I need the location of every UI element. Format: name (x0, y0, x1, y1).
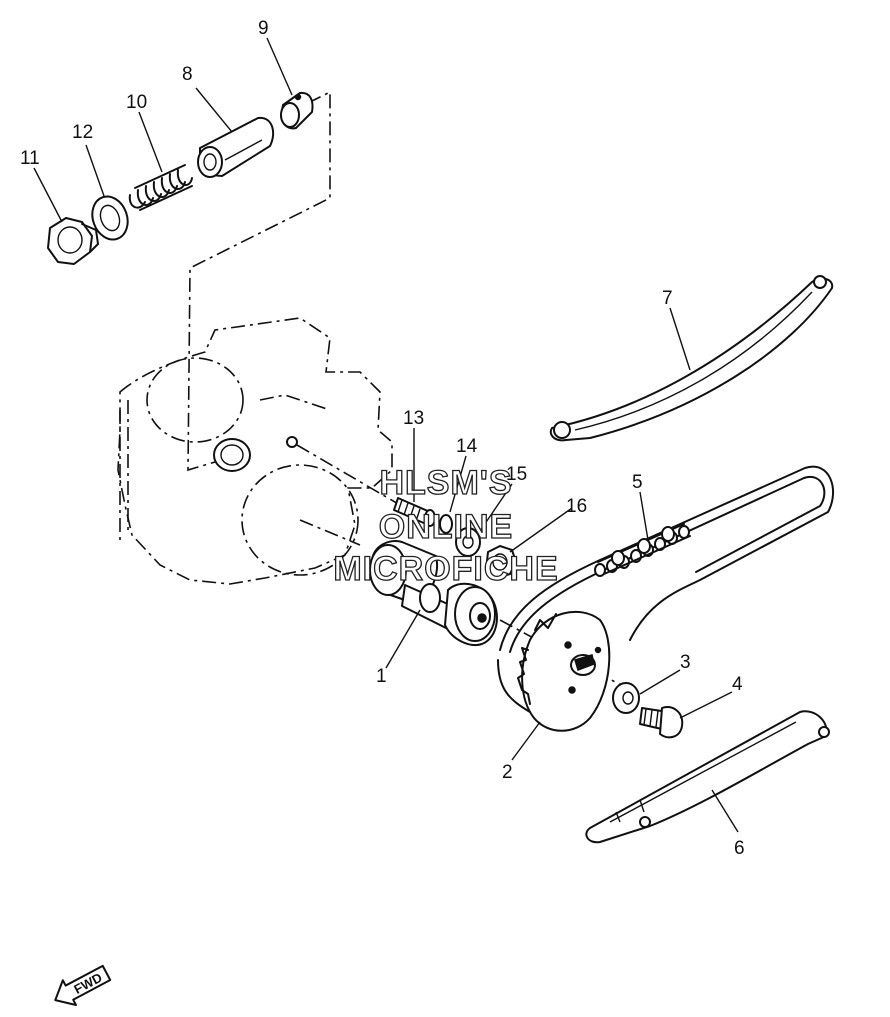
part-bolt (393, 497, 436, 527)
callout-9: 9 (258, 18, 269, 39)
part-chain-guide (549, 275, 834, 442)
fwd-arrow-icon: FWD (54, 964, 112, 1006)
cylinder-head-outline (117, 317, 393, 585)
callout-14: 14 (456, 436, 478, 457)
part-spring (128, 164, 193, 211)
callout-labels: 9 8 10 12 11 13 14 15 16 5 7 1 2 3 4 6 (20, 18, 745, 859)
callout-15: 15 (506, 464, 527, 485)
callout-5: 5 (632, 472, 643, 493)
part-cam-sprocket (517, 610, 611, 732)
watermark-line-1: HLSM'S (379, 464, 512, 502)
part-chain-link (594, 523, 691, 577)
part-nut (485, 545, 517, 579)
callout-2: 2 (502, 762, 513, 783)
callout-8: 8 (182, 64, 193, 85)
part-o-ring (439, 514, 453, 534)
part-sprocket-washer (612, 682, 640, 714)
callout-6: 6 (734, 838, 745, 859)
part-cap (280, 91, 314, 130)
callout-4: 4 (732, 674, 743, 695)
assembly-line-bolt (296, 444, 401, 506)
part-washer (91, 195, 129, 241)
part-cap-bolt (47, 217, 99, 265)
watermark-line-3: MICROFICHE (333, 550, 558, 588)
watermark: HLSM'S ONLINE MICROFICHE (333, 463, 559, 588)
part-tensioner-body (197, 116, 275, 178)
part-sprocket-bolt (639, 706, 684, 739)
callout-13: 13 (403, 408, 424, 429)
part-camshaft (369, 540, 498, 646)
callout-7: 7 (662, 288, 673, 309)
leader-lines (33, 37, 739, 833)
part-chain-guide-lower (585, 710, 830, 844)
watermark-line-2: ONLINE (379, 508, 513, 546)
callout-16: 16 (566, 496, 587, 517)
callout-3: 3 (680, 652, 691, 673)
callout-1: 1 (376, 666, 387, 687)
part-small-washer (455, 527, 481, 557)
callout-12: 12 (72, 122, 93, 143)
assembly-line-camshaft (299, 519, 361, 546)
callout-10: 10 (126, 92, 147, 113)
callout-11: 11 (20, 148, 40, 169)
assembly-line-tensioner (187, 90, 331, 472)
